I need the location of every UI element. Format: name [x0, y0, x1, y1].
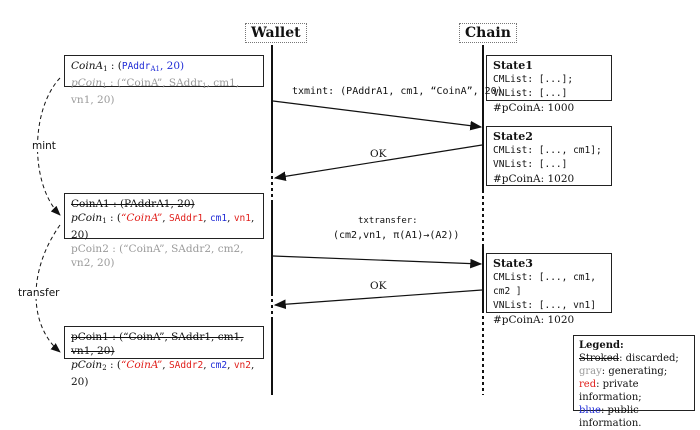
state3-count: #pCoinA: 1020 [493, 314, 575, 326]
pcoin1-name: pCoin [71, 212, 103, 224]
ok-arrow-1 [273, 144, 483, 182]
pcoin1-vn: vn1 [233, 213, 251, 224]
coina1-discarded-line: CoinA1 : (PAddrA1, 20) [71, 198, 195, 210]
ok-label-1: OK [370, 148, 387, 160]
pcoin2-name: pCoin [71, 359, 103, 371]
pcoin1-colon: : ( [106, 212, 121, 224]
state3-cmlist: CMList: [..., cm1, cm2 ] [493, 272, 596, 297]
state2-count: #pCoinA: 1020 [493, 173, 575, 185]
legend-stroked-key: Stroked [579, 353, 620, 364]
pcoin1-saddr: SAddr1 [168, 213, 204, 224]
paddr: PAddr [121, 61, 151, 72]
state2-vnlist: VNList: [...] [493, 159, 568, 170]
ok-arrow-2 [273, 289, 483, 310]
tx-transfer-arrow [272, 255, 483, 269]
pcoin-sub: 1 [102, 82, 107, 90]
state1-lists: CMList: [...]; VNList: [...] [493, 74, 574, 99]
legend-red-key: red [579, 379, 597, 390]
wallet-box-1: CoinA1 : (PAddrA1, 20) pCoin1 : (“CoinA”… [64, 55, 264, 106]
pcoin2-comma1: , [162, 359, 169, 371]
pcoin2-cm: cm2 [209, 360, 228, 371]
state2-title: State2 [493, 130, 533, 143]
pcoin2-end: , 20) [71, 359, 255, 388]
state3-title: State3 [493, 257, 533, 270]
pcoin2-saddr: SAddr2 [168, 360, 204, 371]
pcoin-rest: : (“CoinA”, SAddr [106, 77, 203, 89]
pcoin1-end: , 20) [71, 212, 255, 241]
pcoin2-comma3: , [227, 359, 234, 371]
ok-label-2: OK [370, 280, 387, 292]
saddr-sub: 1 [202, 82, 207, 90]
pcoin-name: pCoin [71, 77, 103, 89]
legend-box: Legend: Stroked: discarded; gray: genera… [573, 335, 695, 429]
state-box-2: State2 CMList: [..., cm1]; VNList: [...]… [486, 126, 612, 186]
state-box-3: State3 CMList: [..., cm1, cm2 ] VNList: … [486, 253, 612, 326]
state2-cmlist: CMList: [..., cm1]; [493, 145, 602, 156]
pcoin1-generating-line: pCoin1 : (“CoinA”, SAddr1, cm1, vn1, 20) [71, 76, 257, 107]
tx-transfer-label: txtransfer: [358, 216, 418, 226]
wallet-box-2: CoinA1 : (PAddrA1, 20) pCoin1 : (“CoinA”… [64, 193, 264, 269]
state1-title: State1 [493, 59, 533, 72]
coina1-line: CoinA1 : (PAddrA1, 20) [71, 59, 257, 76]
wallet-box-3: pCoin1 : (“CoinA”, SAddr1, cm1, vn1, 20)… [64, 326, 264, 388]
coina-sep: : ( [107, 60, 122, 72]
coina-name: CoinA [71, 60, 104, 72]
legend-blue: blue: public information. [579, 404, 689, 430]
diagram-lines [35, 45, 485, 395]
pcoin1-comma3: , [227, 212, 234, 224]
pcoin-tail: , cm1, vn1, 20) [71, 77, 240, 106]
mint-curve-arrow [37, 77, 61, 216]
tx-mint-label: txmint: (PAddrA1, cm1, “CoinA”, 20) [292, 86, 503, 97]
legend-red: red: private information; [579, 378, 689, 404]
wallet-header: Wallet [245, 23, 307, 43]
pcoin1-cm: cm1 [209, 213, 228, 224]
legend-title: Legend: [579, 340, 624, 351]
legend-gray-desc: : generating; [601, 366, 668, 377]
state3-vnlist: VNList: [..., vn1] [493, 300, 596, 311]
pcoin1-comma2: , [203, 212, 210, 224]
pcoin2-vn: vn2 [233, 360, 251, 371]
transfer-label: transfer [16, 287, 62, 299]
pcoin1-discarded-line: pCoin1 : (“CoinA”, SAddr1, cm1, vn1, 20) [71, 331, 244, 357]
pcoin1-comma1: , [162, 212, 169, 224]
pcoin1-sub: 1 [102, 217, 107, 225]
state1-count: #pCoinA: 1000 [493, 102, 575, 114]
legend-blue-key: blue [579, 405, 601, 416]
mint-label: mint [30, 140, 58, 152]
pcoin1-coinname: “CoinA” [120, 212, 163, 224]
pcoin2-generating-line: pCoin2 : (“CoinA”, SAddr2, cm2, vn2, 20) [71, 243, 244, 269]
chain-header: Chain [459, 23, 517, 43]
legend-gray-key: gray [579, 366, 602, 377]
pcoin2-comma2: , [203, 359, 210, 371]
pcoin2-line: pCoin2 : (“CoinA”, SAddr2, cm2, vn2, 20) [71, 358, 257, 389]
legend-red-desc: : private information; [579, 379, 642, 403]
legend-gray: gray: generating; [579, 365, 689, 378]
paddr-sub: A1 [150, 65, 160, 73]
pcoin2-sub: 2 [102, 364, 107, 372]
coina-sub: 1 [103, 65, 108, 73]
tx-transfer-payload: (cm2,vn1, π(A1)→(A2)) [333, 230, 460, 241]
pcoin2-coinname: “CoinA” [120, 359, 163, 371]
pcoin1-line: pCoin1 : (“CoinA”, SAddr1, cm1, vn1, 20) [71, 211, 257, 242]
tx-mint-arrow [272, 100, 483, 131]
legend-stroked: Stroked: discarded; [579, 352, 689, 365]
legend-stroked-desc: : discarded; [619, 353, 679, 364]
pcoin2-colon: : ( [106, 359, 121, 371]
coina-val: , 20) [159, 60, 185, 72]
state-box-1: State1 CMList: [...]; VNList: [...] #pCo… [486, 55, 612, 114]
